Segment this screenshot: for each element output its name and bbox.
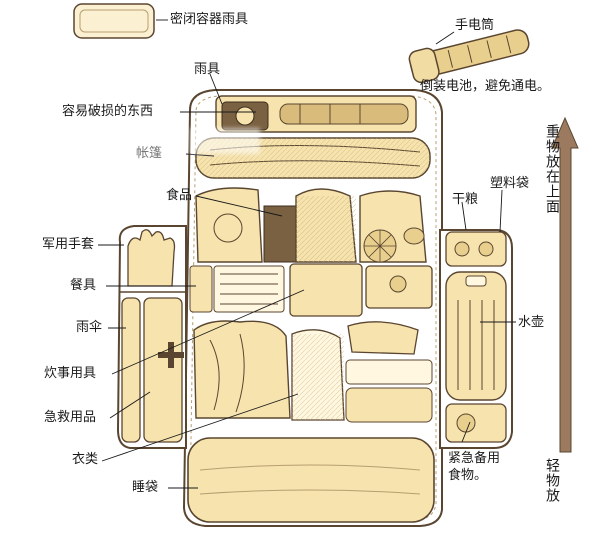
label-water-bottle: 水壶 bbox=[518, 315, 545, 330]
umbrella-item bbox=[121, 297, 141, 443]
label-umbrella: 雨伞 bbox=[76, 320, 103, 335]
label-clothes: 衣类 bbox=[72, 452, 99, 467]
label-gloves: 军用手套 bbox=[42, 237, 95, 252]
blurred-strip bbox=[190, 128, 260, 154]
label-food: 食品 bbox=[166, 188, 193, 203]
label-heavy-top: 重物放在上面 bbox=[544, 124, 560, 214]
gloves-item bbox=[127, 229, 176, 287]
leader-lines bbox=[98, 19, 516, 489]
sleeping-bag bbox=[187, 437, 435, 523]
label-flashlight: 手电筒 bbox=[455, 18, 495, 33]
fragile-items-area bbox=[215, 95, 417, 133]
emergency-food-item bbox=[445, 403, 507, 443]
label-first-aid: 急救用品 bbox=[44, 410, 97, 425]
label-sealed-container: 密闭容器雨具 bbox=[170, 12, 249, 27]
first-aid-kit bbox=[143, 297, 184, 443]
weight-arrow bbox=[551, 116, 579, 453]
clothes-area bbox=[193, 320, 433, 423]
label-battery-note: 倒装电池，避免通电。 bbox=[420, 79, 551, 94]
label-raingear: 雨具 bbox=[194, 62, 221, 77]
label-tent: 帐篷 bbox=[136, 146, 163, 161]
water-bottle bbox=[445, 271, 507, 401]
label-utensils: 餐具 bbox=[70, 278, 97, 293]
label-plastic-bag: 塑料袋 bbox=[490, 176, 530, 191]
utensils-row bbox=[189, 263, 433, 317]
label-light-bottom: 轻物放 bbox=[544, 458, 560, 503]
sealed-container-icon bbox=[73, 3, 155, 39]
label-dry-food: 干粮 bbox=[452, 192, 479, 207]
label-fragile: 容易破损的东西 bbox=[62, 104, 154, 119]
flashlight-icon bbox=[408, 29, 530, 84]
label-sleeping-bag: 睡袋 bbox=[132, 480, 159, 495]
food-items bbox=[195, 187, 427, 263]
dry-food-item bbox=[445, 231, 507, 267]
label-cookware: 炊事用具 bbox=[44, 366, 97, 381]
label-emergency-food: 紧急备用食物。 bbox=[448, 451, 501, 483]
